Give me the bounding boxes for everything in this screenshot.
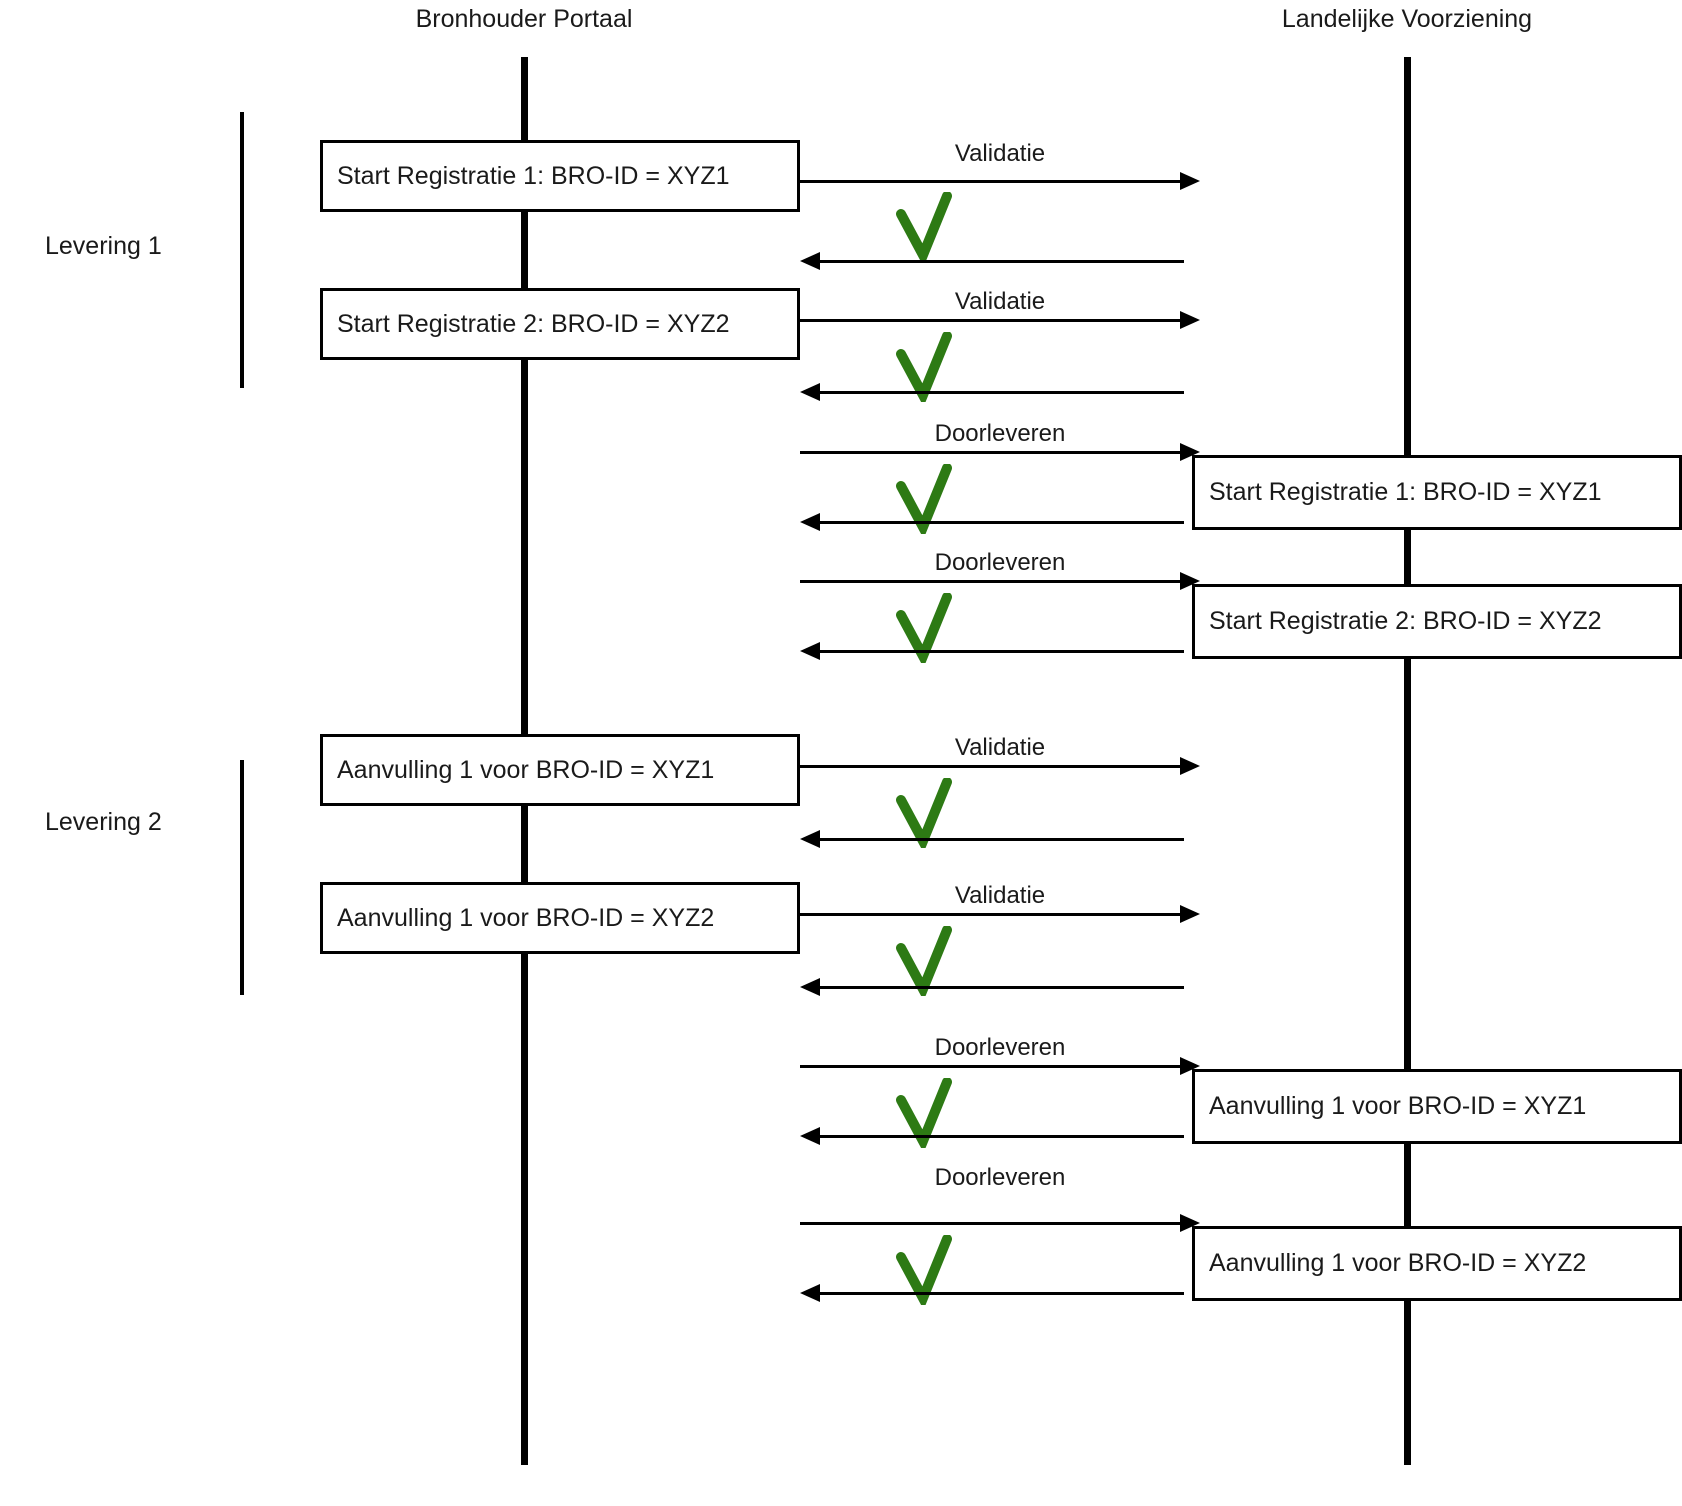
arrow-head-left-icon — [800, 513, 820, 531]
message-box-label: Start Registratie 2: BRO-ID = XYZ2 — [337, 309, 730, 338]
message-box-aanvulling-1-xyz1-left[interactable]: Aanvulling 1 voor BRO-ID = XYZ1 — [320, 734, 800, 806]
green-checkmark-icon — [896, 926, 952, 996]
arrow-label-doorleveren-2: Doorleveren — [934, 549, 1066, 576]
arrow-head-left-icon — [800, 1284, 820, 1302]
message-box-start-registratie-1-right[interactable]: Start Registratie 1: BRO-ID = XYZ1 — [1192, 455, 1682, 530]
arrow-head-left-icon — [800, 252, 820, 270]
arrow-line-validatie-2 — [800, 319, 1184, 322]
arrow-line-validatie-4 — [800, 913, 1184, 916]
green-checkmark-icon — [896, 593, 952, 663]
arrow-head-left-icon — [800, 383, 820, 401]
arrow-line-validatie-1-return — [820, 260, 1184, 263]
message-box-aanvulling-1-xyz2-left[interactable]: Aanvulling 1 voor BRO-ID = XYZ2 — [320, 882, 800, 954]
arrow-label-validatie-3: Validatie — [954, 734, 1046, 761]
lifeline-landelijke-voorziening — [1404, 57, 1411, 1465]
arrow-line-doorleveren-2 — [800, 580, 1184, 583]
arrow-head-left-icon — [800, 642, 820, 660]
actor-title-landelijke-voorziening: Landelijke Voorziening — [1281, 5, 1533, 33]
arrow-line-validatie-3 — [800, 765, 1184, 768]
green-checkmark-icon — [896, 1078, 952, 1148]
arrow-head-left-icon — [800, 830, 820, 848]
arrow-line-validatie-4-return — [820, 986, 1184, 989]
arrow-line-validatie-2-return — [820, 391, 1184, 394]
arrow-line-doorleveren-1-return — [820, 521, 1184, 524]
arrow-label-validatie-4: Validatie — [954, 882, 1046, 909]
arrow-label-doorleveren-3: Doorleveren — [934, 1034, 1066, 1061]
arrow-line-doorleveren-2-return — [820, 650, 1184, 653]
arrow-line-doorleveren-3-return — [820, 1135, 1184, 1138]
message-box-label: Start Registratie 1: BRO-ID = XYZ1 — [337, 161, 730, 190]
arrow-line-validatie-1 — [800, 180, 1184, 183]
green-checkmark-icon — [896, 778, 952, 848]
arrow-head-right-icon — [1180, 905, 1200, 923]
arrow-label-doorleveren-1: Doorleveren — [934, 420, 1066, 447]
arrow-label-validatie-1: Validatie — [954, 140, 1046, 167]
actor-title-bronhouder-portaal: Bronhouder Portaal — [415, 5, 633, 33]
message-box-label: Start Registratie 2: BRO-ID = XYZ2 — [1209, 607, 1602, 635]
arrow-label-validatie-2: Validatie — [954, 288, 1046, 315]
message-box-aanvulling-1-xyz1-right[interactable]: Aanvulling 1 voor BRO-ID = XYZ1 — [1192, 1069, 1682, 1144]
message-box-start-registratie-2-right[interactable]: Start Registratie 2: BRO-ID = XYZ2 — [1192, 584, 1682, 659]
green-checkmark-icon — [896, 464, 952, 534]
arrow-head-right-icon — [1180, 311, 1200, 329]
phase-bracket-levering-2 — [240, 760, 244, 995]
message-box-label: Aanvulling 1 voor BRO-ID = XYZ2 — [1209, 1249, 1587, 1277]
arrow-head-right-icon — [1180, 757, 1200, 775]
green-checkmark-icon — [896, 1235, 952, 1305]
phase-label-levering-2: Levering 2 — [45, 808, 162, 836]
arrow-line-doorleveren-3 — [800, 1065, 1184, 1068]
arrow-line-validatie-3-return — [820, 838, 1184, 841]
message-box-start-registratie-2-left[interactable]: Start Registratie 2: BRO-ID = XYZ2 — [320, 288, 800, 360]
arrow-head-left-icon — [800, 978, 820, 996]
green-checkmark-icon — [896, 192, 952, 262]
arrow-head-left-icon — [800, 1127, 820, 1145]
phase-bracket-levering-1 — [240, 112, 244, 388]
phase-label-levering-1: Levering 1 — [45, 232, 162, 260]
message-box-label: Aanvulling 1 voor BRO-ID = XYZ2 — [337, 903, 715, 932]
arrow-head-right-icon — [1180, 172, 1200, 190]
message-box-label: Aanvulling 1 voor BRO-ID = XYZ1 — [1209, 1092, 1587, 1120]
arrow-line-doorleveren-4 — [800, 1222, 1184, 1225]
message-box-label: Start Registratie 1: BRO-ID = XYZ1 — [1209, 478, 1602, 506]
arrow-label-doorleveren-4: Doorleveren — [934, 1164, 1066, 1191]
message-box-label: Aanvulling 1 voor BRO-ID = XYZ1 — [337, 755, 715, 784]
arrow-line-doorleveren-1 — [800, 451, 1184, 454]
message-box-aanvulling-1-xyz2-right[interactable]: Aanvulling 1 voor BRO-ID = XYZ2 — [1192, 1226, 1682, 1301]
green-checkmark-icon — [896, 332, 952, 402]
arrow-line-doorleveren-4-return — [820, 1292, 1184, 1295]
message-box-start-registratie-1-left[interactable]: Start Registratie 1: BRO-ID = XYZ1 — [320, 140, 800, 212]
